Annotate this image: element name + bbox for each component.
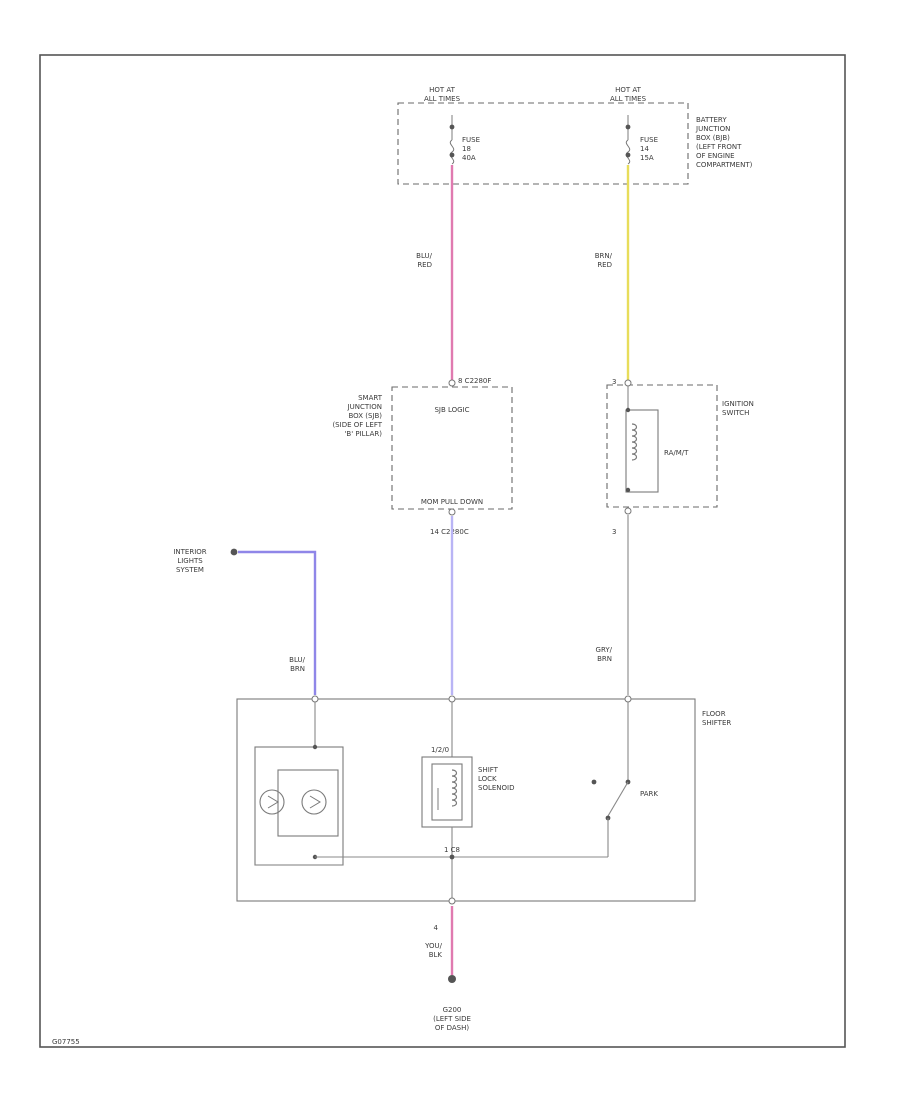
sjb-connector-bottom-label: 14 C2280C: [430, 528, 469, 536]
ignition-switch-contact-box: [625, 409, 659, 493]
diagram-code: G07755: [52, 1038, 80, 1046]
wire-right-lower-label: GRY/BRN: [596, 646, 613, 663]
wire-left-top-label: BLU/RED: [416, 252, 432, 269]
park-switch-contact-open: [591, 779, 597, 785]
floor-shifter-pin-left: [311, 695, 319, 703]
floor-shifter-pin-right: [624, 695, 632, 703]
ignition-switch-contact-bottom: [625, 487, 631, 493]
ignition-switch-pin-bottom: [624, 507, 632, 515]
ignition-switch-coil-icon: [631, 423, 638, 461]
ground-pin-label: 4: [434, 924, 439, 932]
sjb-connector-top-label: 8 C2280F: [458, 377, 491, 385]
floor-shifter-bottom-pin-label: 1 C8: [444, 846, 460, 854]
floor-shifter-pin-middle: [448, 695, 456, 703]
lamp-1-filament-icon: [267, 795, 279, 809]
ignition-switch-pin-bottom-label: 3: [612, 528, 616, 536]
floor-shifter-ground-pin: [448, 897, 456, 905]
fuse-18-terminal-bottom: [449, 152, 455, 158]
fuse-14-terminal-top: [625, 124, 631, 130]
diagram-frame: [39, 54, 846, 1048]
ignition-switch-pin-top-label: 3: [612, 378, 616, 386]
lamp-1-icon: [259, 789, 285, 815]
wire-right-top-label: BRN/RED: [595, 252, 613, 269]
wire-ground-label: YOU/BLK: [424, 942, 443, 959]
fuse-14-terminal-bottom: [625, 152, 631, 158]
sjb-inner-bottom-label: MOM PULL DOWN: [421, 498, 483, 506]
park-switch-blade-icon: [607, 781, 629, 817]
sjb-connector-bottom: [448, 508, 456, 516]
lamp-pair-frame: [277, 769, 339, 837]
interior-lights-connector: [230, 548, 238, 556]
sjb-connector-top: [448, 379, 456, 387]
fuse-18-terminal-top: [449, 124, 455, 130]
solenoid-box: [421, 756, 473, 828]
solenoid-inner-frame: [431, 763, 463, 821]
solenoid-coil-icon: [451, 769, 458, 807]
lamp-2-filament-icon: [309, 795, 321, 809]
wire-left-lower-label: BLU/BRN: [289, 656, 305, 673]
ignition-switch-outline: [606, 384, 718, 508]
sjb-logic-label: SJB LOGIC: [434, 406, 469, 414]
lamp-junction-top: [312, 744, 318, 750]
solenoid-pin-label: 1/2/0: [431, 746, 449, 754]
park-switch-label: PARK: [640, 790, 658, 798]
ignition-switch-contact-top: [625, 407, 631, 413]
battery-junction-box-outline: [397, 102, 689, 185]
wire-blu-brn: [238, 550, 317, 695]
fuse-18-icon: [449, 139, 455, 165]
lamp-2-icon: [301, 789, 327, 815]
ground-bus-junction: [449, 854, 455, 860]
floor-shifter-outline: [236, 698, 696, 902]
shifter-illumination-box: [254, 746, 344, 866]
fuse-14-icon: [625, 139, 631, 165]
ignition-switch-pin-top: [624, 379, 632, 387]
ignition-switch-position-label: RA/M/T: [664, 449, 689, 457]
ground-terminal-icon: [448, 975, 456, 983]
